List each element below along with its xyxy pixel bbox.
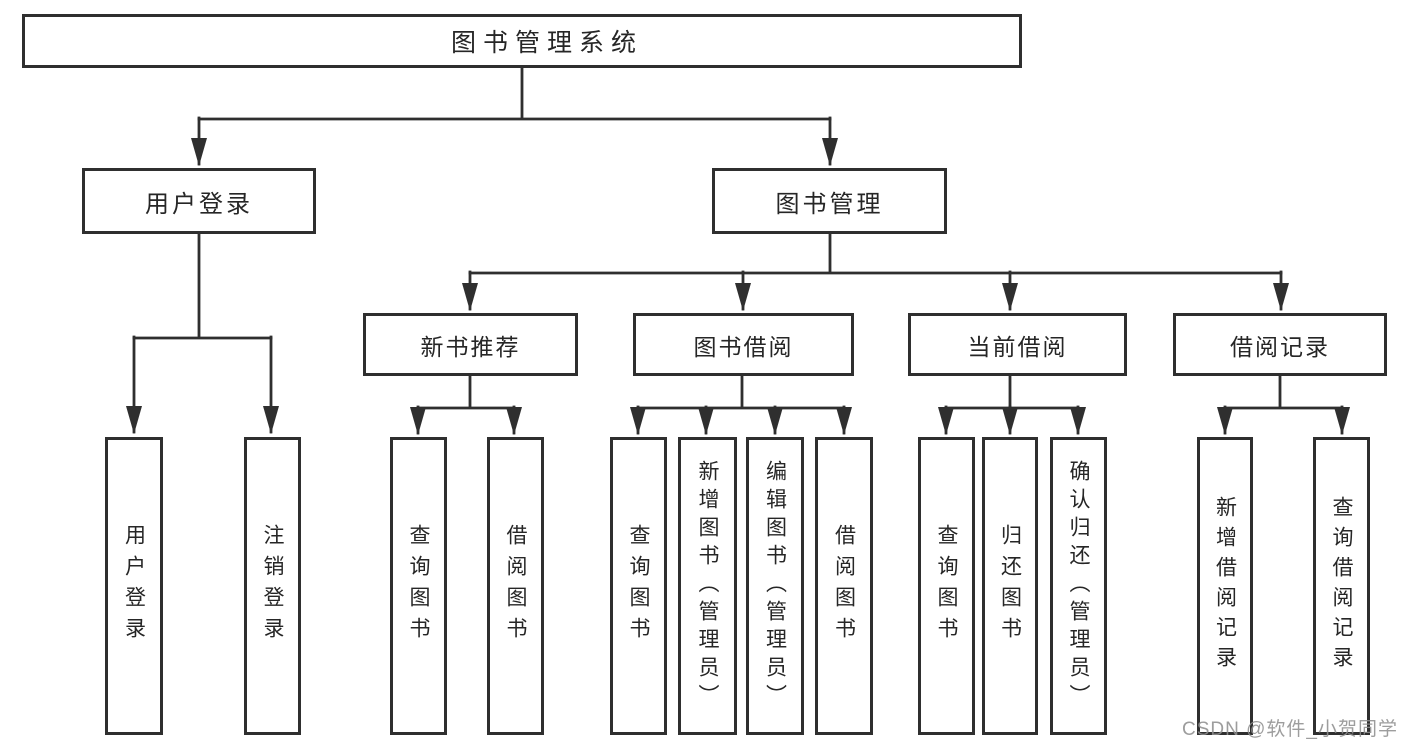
node-label: 查询借阅记录 bbox=[1330, 496, 1353, 676]
node-label: 归还图书 bbox=[998, 524, 1022, 648]
node-label: 编辑图书（管理员） bbox=[763, 460, 787, 712]
leaf-edit-book-admin: 编辑图书（管理员） bbox=[746, 437, 804, 735]
leaf-borrow-books-recommend: 借阅图书 bbox=[487, 437, 544, 735]
node-user-login: 用户登录 bbox=[82, 168, 316, 234]
node-label: 借阅图书 bbox=[504, 524, 527, 648]
node-label: 用户登录 bbox=[145, 190, 253, 218]
csdn-watermark: CSDN @软件_小贺同学 bbox=[1182, 719, 1398, 740]
node-label: 图书借阅 bbox=[693, 333, 794, 360]
leaf-query-borrow-record: 查询借阅记录 bbox=[1313, 437, 1370, 735]
node-label: 用户登录 bbox=[122, 524, 146, 648]
leaf-logout: 注销登录 bbox=[244, 437, 301, 735]
node-book-borrow: 图书借阅 bbox=[633, 313, 854, 376]
node-label: 新增借阅记录 bbox=[1213, 496, 1237, 676]
node-label: 新书推荐 bbox=[420, 333, 521, 360]
node-label: 查询图书 bbox=[935, 524, 958, 648]
leaf-borrow-books: 借阅图书 bbox=[815, 437, 873, 735]
node-new-book-recommend: 新书推荐 bbox=[363, 313, 578, 376]
node-book-management: 图书管理 bbox=[712, 168, 947, 234]
leaf-user-login: 用户登录 bbox=[105, 437, 163, 735]
leaf-query-books-current: 查询图书 bbox=[918, 437, 975, 735]
leaf-add-borrow-record: 新增借阅记录 bbox=[1197, 437, 1253, 735]
node-label: 查询图书 bbox=[627, 524, 650, 648]
node-library-management-system: 图书管理系统 bbox=[22, 14, 1022, 68]
node-label: 查询图书 bbox=[407, 524, 430, 648]
node-label: 注销登录 bbox=[261, 524, 284, 648]
node-borrow-records: 借阅记录 bbox=[1173, 313, 1387, 376]
leaf-return-book: 归还图书 bbox=[982, 437, 1038, 735]
leaf-query-books-recommend: 查询图书 bbox=[390, 437, 447, 735]
node-label: 图书管理 bbox=[775, 190, 884, 218]
node-label: 确认归还（管理员） bbox=[1067, 460, 1090, 712]
node-label: 借阅图书 bbox=[832, 524, 856, 648]
node-label: 图书管理系统 bbox=[450, 29, 643, 57]
leaf-add-book-admin: 新增图书（管理员） bbox=[678, 437, 737, 735]
node-current-borrow: 当前借阅 bbox=[908, 313, 1127, 376]
node-label: 新增图书（管理员） bbox=[696, 460, 719, 712]
leaf-confirm-return-admin: 确认归还（管理员） bbox=[1050, 437, 1107, 735]
leaf-query-books-borrow: 查询图书 bbox=[610, 437, 667, 735]
node-label: 借阅记录 bbox=[1230, 333, 1330, 360]
node-label: 当前借阅 bbox=[967, 333, 1068, 360]
